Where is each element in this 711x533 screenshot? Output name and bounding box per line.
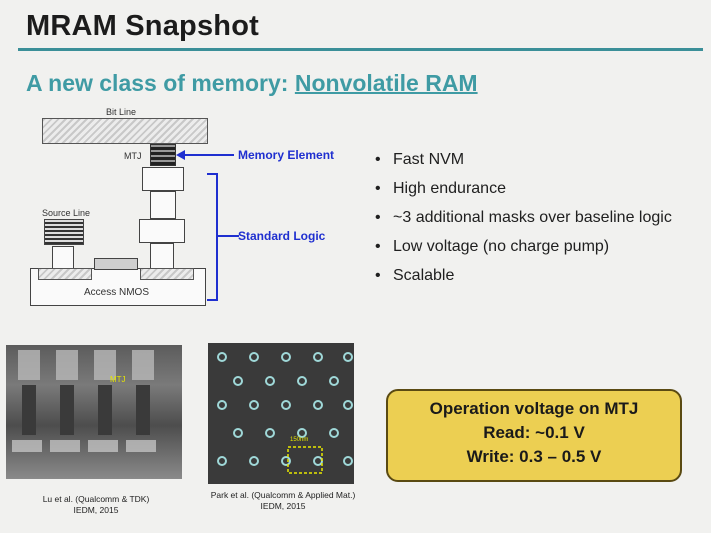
access-nmos-label: Access NMOS <box>84 287 150 298</box>
source-line-stem <box>52 246 74 270</box>
memory-element-arrow <box>176 150 234 160</box>
photo1-mtj-label: MTJ <box>110 375 126 384</box>
gate <box>94 258 138 270</box>
list-item: ~3 additional masks over baseline logic <box>375 208 705 228</box>
voltage-read: Read: ~0.1 V <box>483 423 585 442</box>
slide-subtitle: A new class of memory: Nonvolatile RAM <box>26 70 478 97</box>
mtj-array-photo: 150nm <box>208 343 354 484</box>
operation-voltage-box: Operation voltage on MTJ Read: ~0.1 V Wr… <box>386 389 682 482</box>
title-divider <box>18 48 703 51</box>
tem-columns <box>12 350 156 452</box>
voltage-write: Write: 0.3 – 0.5 V <box>466 447 602 466</box>
bit-line-label: Bit Line <box>106 107 137 117</box>
caption-1-line-1: Lu et al. (Qualcomm & TDK) <box>42 494 150 504</box>
list-item: Scalable <box>375 266 705 286</box>
photo2-scale-label: 150nm <box>290 437 309 443</box>
source-line-stack <box>44 219 84 245</box>
list-item: High endurance <box>375 179 705 199</box>
list-item: Low voltage (no charge pump) <box>375 237 705 257</box>
caption-1-line-2: IEDM, 2015 <box>73 505 119 515</box>
bit-line-bar <box>42 118 208 144</box>
voltage-heading: Operation voltage on MTJ <box>429 399 639 418</box>
caption-2: Park et al. (Qualcomm & Applied Mat.) IE… <box>176 490 390 512</box>
drain-diffusion <box>140 268 194 280</box>
caption-2-line-2: IEDM, 2015 <box>260 501 306 511</box>
source-line-label: Source Line <box>42 208 91 218</box>
standard-logic-bracket <box>207 173 239 301</box>
caption-2-line-1: Park et al. (Qualcomm & Applied Mat.) <box>210 490 356 500</box>
subtitle-link[interactable]: Nonvolatile RAM <box>294 70 478 96</box>
mram-cell-diagram: Bit Line MTJ Memory Element Source Line … <box>0 0 360 320</box>
caption-1: Lu et al. (Qualcomm & TDK) IEDM, 2015 <box>10 494 182 516</box>
mtj-label: MTJ <box>124 151 142 161</box>
tem-cross-section-photo: MTJ <box>6 345 182 479</box>
mtj-array-dots <box>217 352 353 474</box>
memory-element-label: Memory Element <box>238 148 335 162</box>
slide-title: MRAM Snapshot <box>26 10 259 42</box>
via-stem-1 <box>150 191 176 219</box>
subtitle-prefix: A new class of memory: <box>26 70 295 96</box>
mtj-stack <box>150 144 176 166</box>
list-item: Fast NVM <box>375 150 705 170</box>
via-top <box>142 167 184 191</box>
standard-logic-label: Standard Logic <box>238 229 326 243</box>
source-diffusion <box>38 268 92 280</box>
via-mid <box>139 219 185 243</box>
via-stem-2 <box>150 243 174 269</box>
feature-list: Fast NVM High endurance ~3 additional ma… <box>375 150 705 295</box>
